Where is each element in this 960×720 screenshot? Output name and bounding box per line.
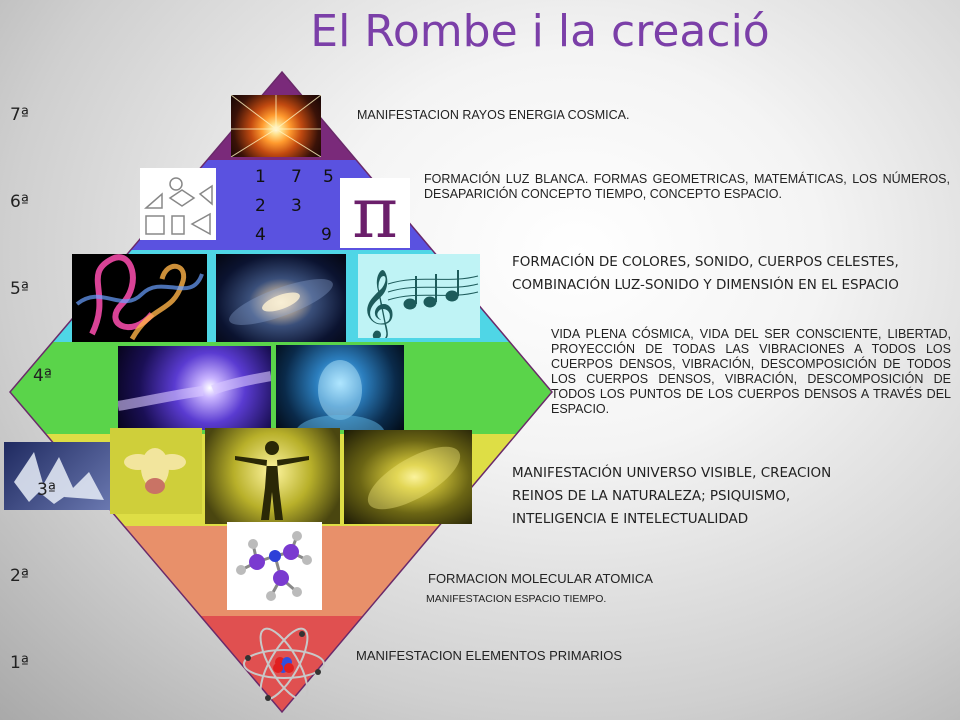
- crystal-image: [4, 442, 110, 510]
- level-label-5: 5ª: [10, 279, 29, 299]
- number-5: 5: [323, 167, 334, 187]
- description-level-3a: MANIFESTACIÓN UNIVERSO VISIBLE, CREACION: [512, 465, 832, 481]
- description-level-4: VIDA PLENA CÓSMICA, VIDA DEL SER CONSCIE…: [551, 327, 951, 416]
- pi-symbol-image: π: [340, 178, 410, 248]
- spiral-galaxy-image: [344, 430, 472, 524]
- number-1: 1: [255, 167, 266, 187]
- level-label-4: 4ª: [33, 366, 52, 386]
- description-level-1: MANIFESTACION ELEMENTOS PRIMARIOS: [356, 648, 623, 663]
- atom-icon: [243, 627, 325, 701]
- level-label-1: 1ª: [10, 653, 29, 673]
- level-label-3: 3ª: [37, 480, 56, 500]
- level-label-7: 7ª: [10, 105, 29, 125]
- geometric-shapes-image: [140, 168, 216, 240]
- smoke-colors-image: [72, 254, 207, 342]
- page-title: El Rombe i la creació: [310, 6, 770, 57]
- molecule-image: [227, 522, 322, 610]
- music-notes-image: 𝄞: [358, 254, 480, 338]
- cyber-head-image: [276, 345, 404, 430]
- number-9: 9: [321, 225, 332, 245]
- description-level-7: MANIFESTACION RAYOS ENERGIA COSMICA.: [357, 108, 630, 122]
- touching-hands-image: [118, 346, 271, 430]
- number-4: 4: [255, 225, 266, 245]
- number-3: 3: [291, 196, 302, 216]
- level-label-6: 6ª: [10, 192, 29, 212]
- description-level-3b: REINOS DE LA NATURALEZA; PSIQUISMO,: [512, 488, 791, 504]
- number-2: 2: [255, 196, 266, 216]
- galaxy-image: [216, 254, 346, 342]
- level-label-2: 2ª: [10, 566, 29, 586]
- description-level-2a: FORMACION MOLECULAR ATOMICA: [428, 571, 653, 586]
- description-level-5a: FORMACIÓN DE COLORES, SONIDO, CUERPOS CE…: [512, 254, 899, 270]
- description-level-2b: MANIFESTACION ESPACIO TIEMPO.: [426, 593, 607, 605]
- number-7: 7: [291, 167, 302, 187]
- description-level-6: FORMACIÓN LUZ BLANCA. FORMAS GEOMETRICAS…: [424, 172, 950, 201]
- description-level-5b: COMBINACIÓN LUZ-SONIDO Y DIMENSIÓN EN EL…: [512, 277, 899, 293]
- cosmic-burst-image: [231, 95, 321, 157]
- svg-text:𝄞: 𝄞: [360, 269, 395, 338]
- pi-symbol: π: [351, 178, 398, 248]
- orchid-image: [110, 428, 202, 514]
- human-figure-image: [205, 428, 340, 524]
- description-level-3c: INTELIGENCIA E INTELECTUALIDAD: [512, 511, 749, 527]
